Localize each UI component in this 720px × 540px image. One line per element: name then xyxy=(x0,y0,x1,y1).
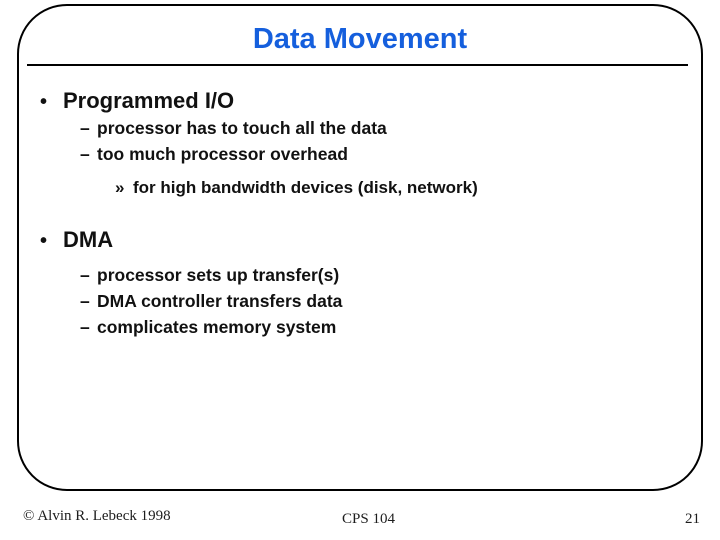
footer-page-number: 21 xyxy=(685,511,700,527)
sub-bullet-item: – too much processor overhead xyxy=(0,141,720,167)
sub-sub-bullet-item: » for high bandwidth devices (disk, netw… xyxy=(0,175,720,201)
sub-bullet-text: too much processor overhead xyxy=(97,144,348,164)
slide-body: • Programmed I/O – processor has to touc… xyxy=(0,88,720,340)
sub-bullet-text: processor has to touch all the data xyxy=(97,118,387,138)
sub-bullet-item: – DMA controller transfers data xyxy=(0,288,720,314)
dash-icon: – xyxy=(80,144,90,164)
sub-bullet-item: – complicates memory system xyxy=(0,314,720,340)
bullet-text: DMA xyxy=(63,227,114,252)
dash-icon: – xyxy=(80,317,90,337)
bullet-item-dma: • DMA xyxy=(0,227,720,254)
dash-icon: – xyxy=(80,265,90,285)
footer-copyright: © Alvin R. Lebeck 1998 xyxy=(23,508,171,524)
page-title: Data Movement xyxy=(252,23,468,55)
dash-icon: – xyxy=(80,291,90,311)
sub-bullet-text: DMA controller transfers data xyxy=(97,291,343,311)
title-divider xyxy=(27,64,688,66)
guillemet-icon: » xyxy=(115,178,125,197)
bullet-text: Programmed I/O xyxy=(63,88,235,113)
sub-bullet-text: processor sets up transfer(s) xyxy=(97,265,340,285)
sub-bullet-item: – processor sets up transfer(s) xyxy=(0,262,720,288)
dash-icon: – xyxy=(80,118,90,138)
bullet-item-programmed-io: • Programmed I/O xyxy=(0,88,720,115)
sub-sub-bullet-text: for high bandwidth devices (disk, networ… xyxy=(133,178,478,197)
bullet-icon: • xyxy=(40,230,48,252)
sub-bullet-text: complicates memory system xyxy=(97,317,337,337)
slide-frame xyxy=(17,4,703,491)
footer-course-code: CPS 104 xyxy=(342,511,395,527)
sub-bullet-item: – processor has to touch all the data xyxy=(0,115,720,141)
bullet-icon: • xyxy=(40,91,48,113)
